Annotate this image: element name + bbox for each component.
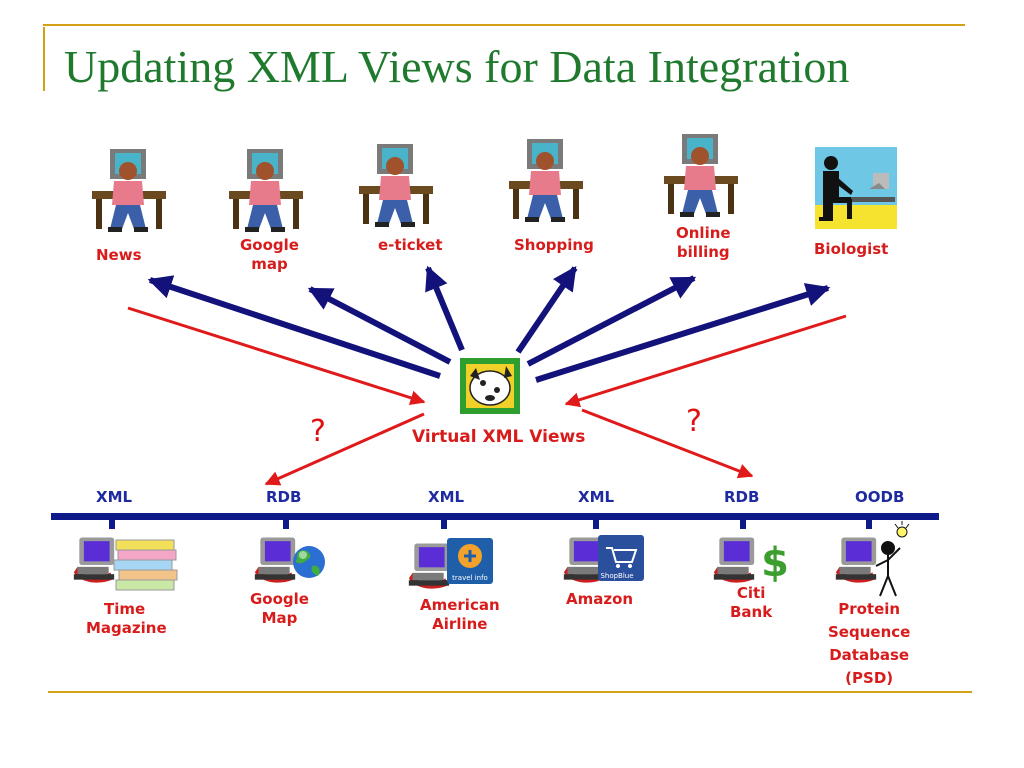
- magazines-icon: [113, 539, 178, 591]
- update-arrow-right: [581, 408, 754, 479]
- question-mark-left: ?: [310, 414, 326, 449]
- source-type-label: RDB: [724, 488, 760, 506]
- user-at-computer-icon: [229, 149, 303, 232]
- view-arrow-shopping: [515, 266, 578, 354]
- source-type-label: XML: [578, 488, 615, 506]
- source-type-label: XML: [428, 488, 465, 506]
- view-arrow-e-ticket: [425, 265, 465, 352]
- computer-icon: [835, 537, 877, 583]
- shopping-cart-icon: ShopBlue: [598, 535, 644, 581]
- computer-icon: [254, 537, 296, 583]
- travel-info-icon: travel info: [447, 538, 493, 584]
- globe-icon: [293, 546, 325, 578]
- query-arrow-right: [564, 314, 847, 408]
- title-accent-bar: [43, 27, 45, 91]
- virtual-xml-views-label: Virtual XML Views: [412, 427, 586, 447]
- top-rule: [43, 24, 965, 26]
- user-label-news: News: [96, 246, 142, 264]
- query-arrow-left: [127, 306, 426, 406]
- stick-figure-lightbulb-icon: [875, 521, 910, 597]
- update-arrow-left: [264, 412, 425, 486]
- dollar-sign-icon: $: [761, 540, 789, 586]
- user-label-google-map: Google map: [240, 236, 299, 273]
- bottom-rule: [48, 691, 972, 693]
- view-arrow-biologist: [535, 283, 831, 383]
- user-at-computer-icon: [664, 134, 738, 217]
- view-arrow-google-map: [307, 286, 452, 365]
- question-mark-right: ?: [686, 404, 702, 439]
- view-arrow-online-billing: [526, 275, 697, 367]
- virtual-views-icon: [460, 358, 520, 414]
- user-at-computer-icon: [92, 149, 166, 232]
- computer-icon: [73, 537, 115, 583]
- user-at-computer-icon: [509, 139, 583, 222]
- source-label-protein-sequence-database: Protein Sequence Database (PSD): [828, 600, 911, 687]
- bus-tick: [109, 520, 115, 529]
- user-label-online-billing: Online billing: [676, 224, 731, 261]
- bus-tick: [740, 520, 746, 529]
- source-label-amazon: Amazon: [566, 590, 634, 608]
- bus-tick: [593, 520, 599, 529]
- user-label-e-ticket: e-ticket: [378, 236, 443, 254]
- view-arrow-news: [147, 275, 441, 379]
- shop-text: ShopBlue: [600, 572, 633, 580]
- computer-icon: [408, 543, 450, 589]
- source-label-google-map: Google Map: [250, 590, 309, 627]
- source-label-time-magazine: Time Magazine: [86, 600, 167, 637]
- user-at-computer-icon: [359, 144, 433, 227]
- travel-info-text: travel info: [452, 574, 488, 582]
- user-label-shopping: Shopping: [514, 236, 594, 254]
- source-type-label: OODB: [855, 488, 905, 506]
- source-type-label: XML: [96, 488, 133, 506]
- bus-tick: [866, 520, 872, 529]
- source-bus: [51, 513, 939, 520]
- slide-title: Updating XML Views for Data Integration: [64, 41, 850, 92]
- bus-tick: [283, 520, 289, 529]
- bus-tick: [441, 520, 447, 529]
- computer-icon: [713, 537, 755, 583]
- biologist-at-computer-icon: [815, 147, 897, 229]
- source-label-american-airline: American Airline: [420, 596, 500, 633]
- user-label-biologist: Biologist: [814, 240, 889, 258]
- source-type-label: RDB: [266, 488, 302, 506]
- source-label-citi-bank: Citi Bank: [730, 584, 773, 621]
